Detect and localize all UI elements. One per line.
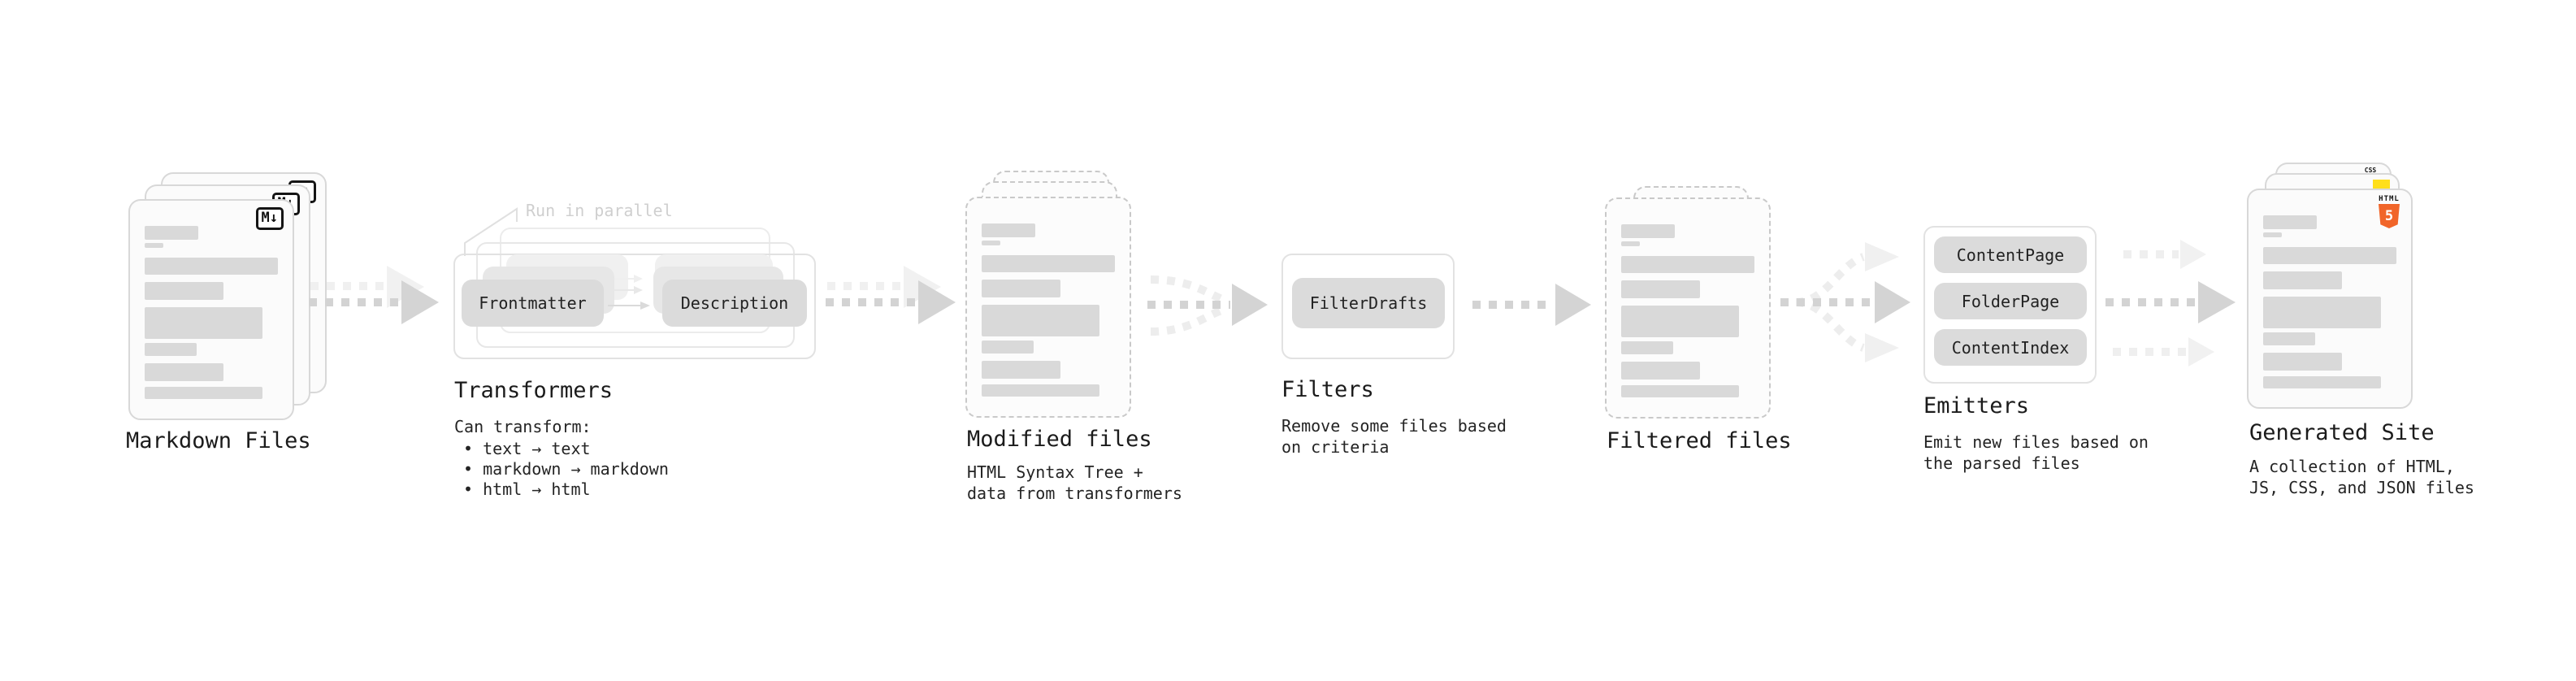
section-title-modified-files: Modified files xyxy=(967,427,1152,452)
placeholder-bar xyxy=(1621,224,1675,238)
arrow-filters-to-filtered xyxy=(1472,284,1591,326)
section-desc-generated-site: A collection of HTML, JS, CSS, and JSON … xyxy=(2249,457,2474,497)
document-content-bars xyxy=(1607,199,1769,417)
document-content-bars xyxy=(130,201,293,419)
section-title-filters: Filters xyxy=(1281,377,1374,402)
placeholder-bar xyxy=(982,361,1060,379)
arrow-transformers-to-modified xyxy=(826,266,956,324)
markdown-page-front: M↓ xyxy=(128,199,294,420)
mini-arrows-frontmatter-to-description xyxy=(608,275,650,310)
placeholder-bar xyxy=(145,243,163,248)
placeholder-bar xyxy=(1621,280,1700,298)
markdown-icon: M↓ xyxy=(255,207,284,230)
placeholder-bar xyxy=(145,307,262,339)
placeholder-bar xyxy=(2263,247,2396,264)
emitter-pill-contentpage: ContentPage xyxy=(1934,236,2087,273)
placeholder-bar xyxy=(982,241,1000,245)
placeholder-bar xyxy=(145,343,197,356)
section-title-generated-site: Generated Site xyxy=(2249,420,2435,445)
arrow-modified-to-filters xyxy=(1147,275,1268,336)
placeholder-bar xyxy=(1621,362,1700,380)
transformer-pill-frontmatter: Frontmatter xyxy=(462,280,604,327)
transformer-pill-description: Description xyxy=(662,280,807,327)
placeholder-bar xyxy=(1621,385,1739,397)
run-in-parallel-callout-line xyxy=(464,207,518,256)
placeholder-bar xyxy=(2263,297,2381,328)
placeholder-bar xyxy=(2263,215,2317,229)
placeholder-bar xyxy=(145,258,278,275)
transform-bullet-text: text → text xyxy=(463,439,590,459)
transform-bullet-markdown: markdown → markdown xyxy=(463,459,669,479)
placeholder-bar xyxy=(982,280,1060,297)
placeholder-bar xyxy=(1621,306,1739,337)
filtered-page-front xyxy=(1605,197,1771,419)
section-desc-emitters: Emit new files based on the parsed files xyxy=(1923,432,2149,473)
emitter-pill-contentindex: ContentIndex xyxy=(1934,329,2087,366)
placeholder-bar xyxy=(1621,241,1640,246)
document-content-bars xyxy=(2249,190,2411,407)
emitter-pill-folderpage: FolderPage xyxy=(1934,283,2087,319)
placeholder-bar xyxy=(2263,353,2342,371)
arrow-emitters-to-generated xyxy=(2105,240,2236,367)
placeholder-bar xyxy=(1621,341,1673,354)
placeholder-bar xyxy=(982,384,1099,397)
placeholder-bar xyxy=(2263,271,2342,289)
placeholder-bar xyxy=(145,363,223,381)
placeholder-bar xyxy=(145,226,198,240)
placeholder-bar xyxy=(982,340,1034,354)
html5-logo-icon: HTML 5 xyxy=(2378,195,2400,228)
placeholder-bar xyxy=(982,255,1115,272)
placeholder-bar xyxy=(2263,376,2381,388)
section-title-markdown-files: Markdown Files xyxy=(126,428,311,453)
arrow-markdown-to-transformers xyxy=(309,266,439,324)
placeholder-bar xyxy=(982,305,1099,336)
placeholder-bar xyxy=(1621,256,1754,273)
transformer-run-box-front xyxy=(453,254,816,359)
filter-pill-filterdrafts: FilterDrafts xyxy=(1292,278,1445,328)
placeholder-bar xyxy=(2263,232,2282,237)
section-desc-modified-files: HTML Syntax Tree + data from transformer… xyxy=(967,462,1182,503)
document-content-bars xyxy=(967,198,1130,416)
section-title-transformers: Transformers xyxy=(454,378,614,403)
placeholder-bar xyxy=(982,223,1035,237)
modified-page-front xyxy=(965,197,1131,418)
placeholder-bar xyxy=(2263,332,2315,345)
placeholder-bar xyxy=(145,282,223,300)
js-file-icon xyxy=(2373,180,2390,189)
section-title-emitters: Emitters xyxy=(1923,393,2030,419)
arrow-filtered-to-emitters xyxy=(1780,242,1910,362)
generated-page-front: HTML 5 xyxy=(2247,189,2413,409)
section-desc-filters: Remove some files based on criteria xyxy=(1281,416,1507,457)
transform-bullet-html: html → html xyxy=(463,479,590,500)
run-in-parallel-note: Run in parallel xyxy=(526,201,673,220)
section-title-filtered-files: Filtered files xyxy=(1607,428,1792,453)
section-desc-transformers: Can transform: xyxy=(454,417,592,436)
placeholder-bar xyxy=(145,387,262,399)
